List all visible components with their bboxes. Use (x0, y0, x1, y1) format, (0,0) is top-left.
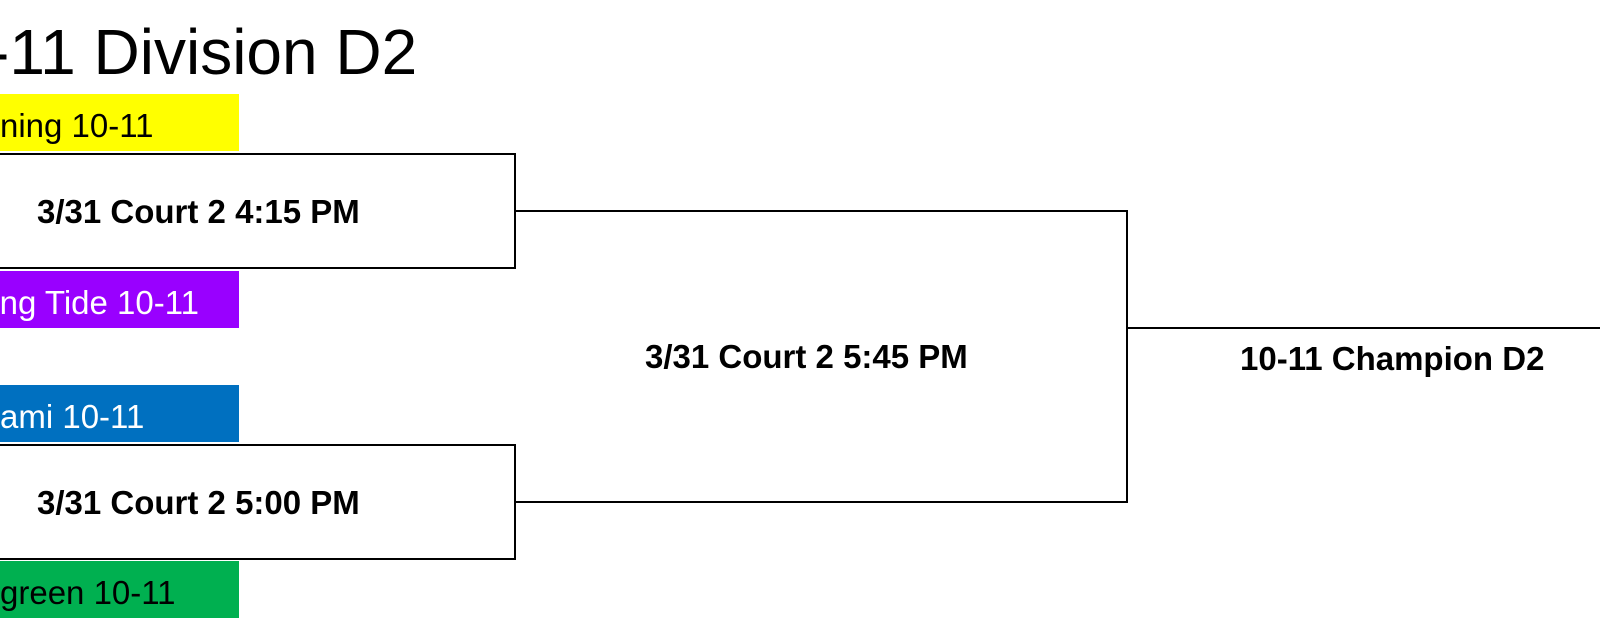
team-label: green 10-11 (0, 574, 176, 611)
champion-label: 10-11 Champion D2 (1240, 340, 1545, 377)
bracket-title: -11 Division D2 (0, 16, 418, 88)
match-box-1 (0, 153, 516, 269)
match-box-2 (0, 444, 516, 560)
match-label-1: 3/31 Court 2 4:15 PM (37, 193, 360, 230)
match-label-2: 3/31 Court 2 5:00 PM (37, 484, 360, 521)
team-slot-3: ami 10-11 (0, 385, 239, 442)
team-label: ning 10-11 (0, 107, 154, 144)
team-label: ng Tide 10-11 (0, 284, 199, 321)
match-label-final: 3/31 Court 2 5:45 PM (645, 338, 968, 375)
team-label: ami 10-11 (0, 398, 145, 435)
connector-line-1 (516, 210, 1128, 503)
team-slot-1: ning 10-11 (0, 94, 239, 151)
team-slot-2: ng Tide 10-11 (0, 271, 239, 328)
team-slot-4: green 10-11 (0, 561, 239, 618)
